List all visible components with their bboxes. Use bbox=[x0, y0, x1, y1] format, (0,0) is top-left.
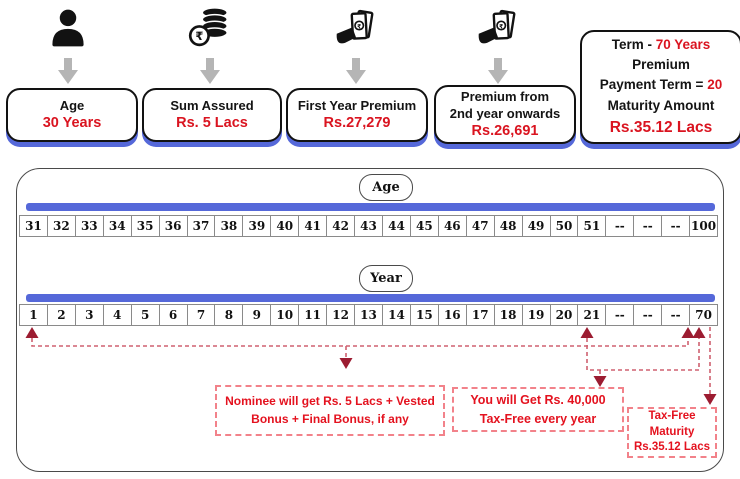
age-cell: 39 bbox=[242, 215, 272, 237]
renewal-premium-box: Premium from 2nd year onwards Rs.26,691 bbox=[434, 85, 576, 144]
sum-assured-value: Rs. 5 Lacs bbox=[176, 115, 248, 132]
down-arrow-icon bbox=[200, 58, 220, 84]
age-cell: 37 bbox=[186, 215, 216, 237]
survival-benefit-note: You will Get Rs. 40,000 Tax-Free every y… bbox=[452, 387, 624, 432]
year-cell: -- bbox=[661, 304, 691, 326]
age-row-label: Age bbox=[359, 174, 413, 201]
renewal-premium-value: Rs.26,691 bbox=[471, 123, 539, 140]
age-cell: 41 bbox=[298, 215, 328, 237]
svg-text:₹: ₹ bbox=[357, 23, 361, 30]
age-cell: -- bbox=[633, 215, 663, 237]
year-cell: 10 bbox=[270, 304, 300, 326]
hand-money-icon: ₹ bbox=[478, 9, 516, 44]
year-bar bbox=[26, 294, 715, 302]
age-cell: 50 bbox=[549, 215, 579, 237]
year-cell: -- bbox=[605, 304, 635, 326]
year-cell: 14 bbox=[381, 304, 411, 326]
year-cell: 17 bbox=[465, 304, 495, 326]
first-year-premium-box: First Year Premium Rs.27,279 bbox=[286, 88, 428, 142]
renewal-premium-title-2: 2nd year onwards bbox=[449, 105, 561, 121]
age-cell: 42 bbox=[326, 215, 356, 237]
age-cell: 34 bbox=[102, 215, 132, 237]
year-cell: 18 bbox=[493, 304, 523, 326]
year-cell: 6 bbox=[158, 304, 188, 326]
year-cell: -- bbox=[633, 304, 663, 326]
age-cell: 32 bbox=[46, 215, 76, 237]
term-line: Term - 70 Years bbox=[611, 36, 711, 52]
age-cell: 36 bbox=[158, 215, 188, 237]
year-cell: 12 bbox=[326, 304, 356, 326]
year-row-label: Year bbox=[359, 265, 413, 292]
term-summary-box: Term - 70 Years Premium Payment Term = 2… bbox=[580, 30, 740, 144]
age-bar bbox=[26, 203, 715, 211]
age-cell: 33 bbox=[74, 215, 104, 237]
down-arrow-icon bbox=[488, 58, 508, 84]
age-box-title: Age bbox=[59, 97, 85, 113]
year-cell: 13 bbox=[354, 304, 383, 326]
age-cell: -- bbox=[605, 215, 635, 237]
premium-line: Premium bbox=[632, 57, 690, 73]
renewal-premium-title-1: Premium from bbox=[460, 88, 550, 104]
down-arrow-icon bbox=[58, 58, 78, 84]
age-cell: 49 bbox=[521, 215, 551, 237]
year-cell: 20 bbox=[549, 304, 579, 326]
age-cell: -- bbox=[661, 215, 691, 237]
person-icon bbox=[52, 9, 84, 47]
maturity-amount-label: Maturity Amount bbox=[607, 97, 715, 113]
nominee-benefit-note: Nominee will get Rs. 5 Lacs + Vested Bon… bbox=[215, 385, 445, 436]
first-year-premium-title: First Year Premium bbox=[297, 97, 417, 113]
maturity-amount-value: Rs.35.12 Lacs bbox=[609, 118, 713, 136]
age-cell: 100 bbox=[689, 215, 719, 237]
age-cell: 47 bbox=[465, 215, 495, 237]
sum-assured-box: Sum Assured Rs. 5 Lacs bbox=[142, 88, 282, 142]
maturity-benefit-note: Tax-Free Maturity Rs.35.12 Lacs bbox=[627, 407, 717, 458]
sum-assured-title: Sum Assured bbox=[170, 97, 254, 113]
year-cell: 9 bbox=[242, 304, 272, 326]
age-cell: 51 bbox=[577, 215, 607, 237]
year-cell: 70 bbox=[689, 304, 719, 326]
payment-term-line: Payment Term = 20 bbox=[599, 77, 723, 93]
down-arrow-icon bbox=[346, 58, 366, 84]
year-cell: 1 bbox=[19, 304, 48, 326]
age-cell: 31 bbox=[19, 215, 48, 237]
year-cell: 16 bbox=[437, 304, 467, 326]
age-box: Age 30 Years bbox=[6, 88, 138, 142]
year-cell: 11 bbox=[298, 304, 328, 326]
year-cell: 15 bbox=[409, 304, 439, 326]
svg-text:₹: ₹ bbox=[499, 23, 503, 30]
year-cell: 7 bbox=[186, 304, 216, 326]
first-year-premium-value: Rs.27,279 bbox=[323, 115, 391, 132]
age-cell: 48 bbox=[493, 215, 523, 237]
year-cell: 3 bbox=[74, 304, 104, 326]
age-cell: 43 bbox=[354, 215, 383, 237]
year-cell: 21 bbox=[577, 304, 607, 326]
age-box-value: 30 Years bbox=[42, 115, 102, 132]
svg-text:₹: ₹ bbox=[195, 29, 203, 43]
age-cell: 44 bbox=[381, 215, 411, 237]
age-cell: 45 bbox=[409, 215, 439, 237]
age-cell: 38 bbox=[214, 215, 244, 237]
age-cell: 46 bbox=[437, 215, 467, 237]
age-cell: 40 bbox=[270, 215, 300, 237]
year-cell: 5 bbox=[130, 304, 160, 326]
hand-money-icon: ₹ bbox=[336, 9, 374, 44]
year-cell: 2 bbox=[46, 304, 76, 326]
year-cell: 4 bbox=[102, 304, 132, 326]
rupee-coins-icon: ₹ bbox=[188, 7, 228, 47]
year-cell: 19 bbox=[521, 304, 551, 326]
year-cell: 8 bbox=[214, 304, 244, 326]
age-cell: 35 bbox=[130, 215, 160, 237]
